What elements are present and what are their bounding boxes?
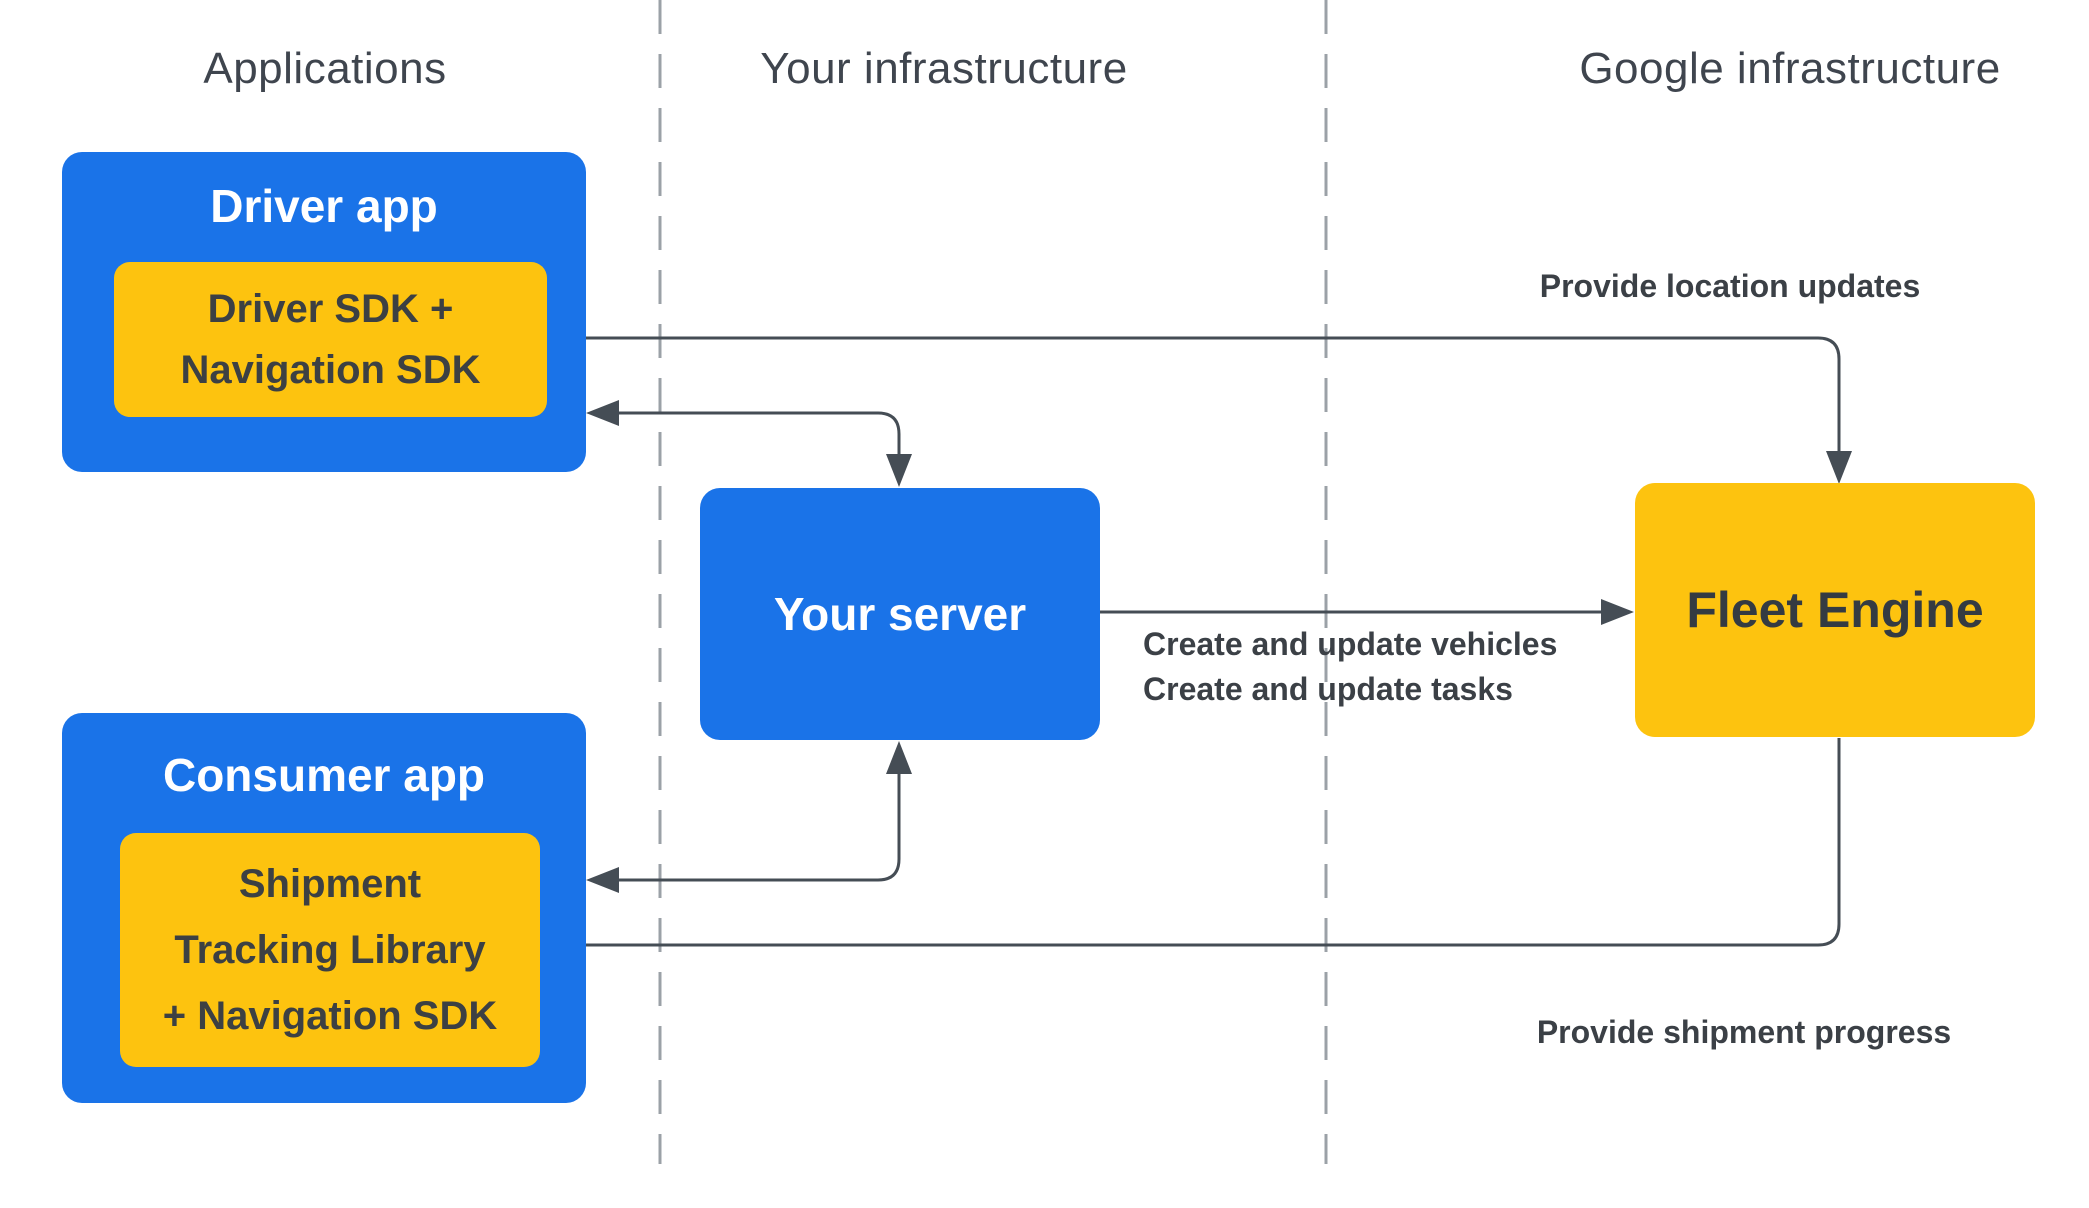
arrowhead-into-fleet-engine-top: [1826, 451, 1852, 484]
consumer-app-title: Consumer app: [162, 749, 486, 801]
your-server-node: Your server: [700, 488, 1100, 740]
consumer-app-node: Consumer app Shipment Tracking Library +…: [62, 713, 586, 1103]
fleet-engine-node: Fleet Engine: [1635, 483, 2035, 737]
arrowhead-into-your-server-top: [886, 454, 912, 487]
driver-app-title: Driver app: [210, 180, 438, 232]
edge-driver-app-your-server: [600, 411, 901, 457]
column-header-google-infrastructure: Google infrastructure: [1579, 44, 2001, 93]
driver-app-node: Driver app Driver SDK + Navigation SDK: [62, 152, 586, 472]
shipment-tracking-library-node: Shipment Tracking Library + Navigation S…: [120, 833, 540, 1067]
driver-sdk-label: Driver SDK + Navigation SDK: [180, 286, 481, 392]
edge-your-server-consumer-app: [614, 770, 901, 882]
fleet-engine-title: Fleet Engine: [1686, 582, 1984, 638]
column-header-applications: Applications: [203, 44, 447, 93]
arrowhead-into-fleet-engine-left: [1601, 599, 1634, 625]
shipment-tracking-library-label: Shipment Tracking Library + Navigation S…: [162, 862, 498, 1038]
arrowhead-into-driver-app: [586, 400, 619, 426]
edge-provide-location-updates: [560, 336, 1841, 452]
arrowhead-into-consumer-app: [586, 867, 619, 893]
edge-label-provide-shipment-progress: Provide shipment progress: [1536, 1014, 1952, 1050]
arrowhead-into-your-server-bottom: [886, 741, 912, 774]
edge-label-create-and-update: Create and update vehicles Create and up…: [1143, 626, 1558, 707]
edge-label-provide-location-updates: Provide location updates: [1539, 268, 1921, 304]
driver-sdk-node: Driver SDK + Navigation SDK: [114, 262, 547, 417]
column-header-your-infrastructure: Your infrastructure: [760, 44, 1128, 93]
edge-provide-shipment-progress: [570, 738, 1841, 947]
your-server-title: Your server: [773, 588, 1027, 640]
